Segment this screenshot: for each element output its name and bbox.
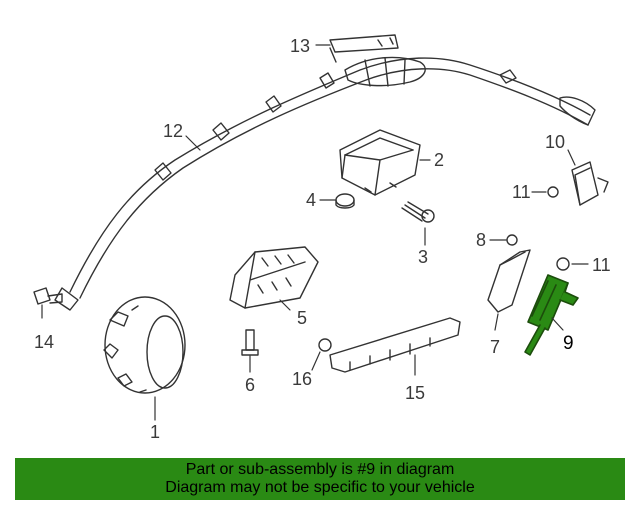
nut-4 — [335, 193, 355, 209]
nut-11-upper — [547, 186, 559, 198]
callout-2: 2 — [434, 150, 445, 170]
bolt-6 — [241, 329, 259, 356]
callout-9: 9 — [563, 333, 574, 354]
highlighted-part-9 — [524, 274, 579, 356]
callout-3: 3 — [418, 247, 429, 267]
callout-4: 4 — [306, 190, 317, 210]
screw-3 — [401, 201, 435, 223]
callout-8: 8 — [476, 230, 487, 250]
nut-8 — [506, 234, 518, 246]
parts-diagram — [33, 34, 609, 421]
callout-11-upper: 11 — [512, 182, 531, 202]
sensor-10 — [571, 161, 609, 206]
callout-16: 16 — [292, 369, 313, 389]
curtain-airbag — [54, 56, 596, 311]
callout-14: 14 — [34, 332, 55, 352]
callout-13: 13 — [290, 36, 311, 56]
nut-16 — [318, 338, 332, 352]
callout-7: 7 — [490, 337, 501, 357]
banner-line-1: Part or sub-assembly is #9 in diagram — [185, 461, 455, 478]
airbag-5 — [229, 246, 319, 309]
banner-line-2: Diagram may not be specific to your vehi… — [165, 479, 475, 496]
bracket-7 — [487, 249, 531, 313]
callout-11-lower: 11 — [592, 255, 611, 275]
callout-12: 12 — [163, 121, 184, 141]
leader-lines — [41, 44, 589, 421]
bracket-13 — [329, 34, 399, 63]
callout-1: 1 — [150, 422, 161, 442]
fitment-banner: Part or sub-assembly is #9 in diagram Di… — [15, 458, 625, 500]
callout-10: 10 — [545, 132, 566, 152]
callout-5: 5 — [297, 308, 308, 328]
airbag-module-2 — [339, 129, 421, 196]
bolt-14 — [33, 287, 63, 305]
callout-15: 15 — [405, 383, 426, 403]
rail-15 — [329, 317, 461, 373]
nut-11-lower — [556, 257, 570, 271]
driver-airbag-1 — [103, 296, 186, 394]
callout-6: 6 — [245, 375, 256, 395]
